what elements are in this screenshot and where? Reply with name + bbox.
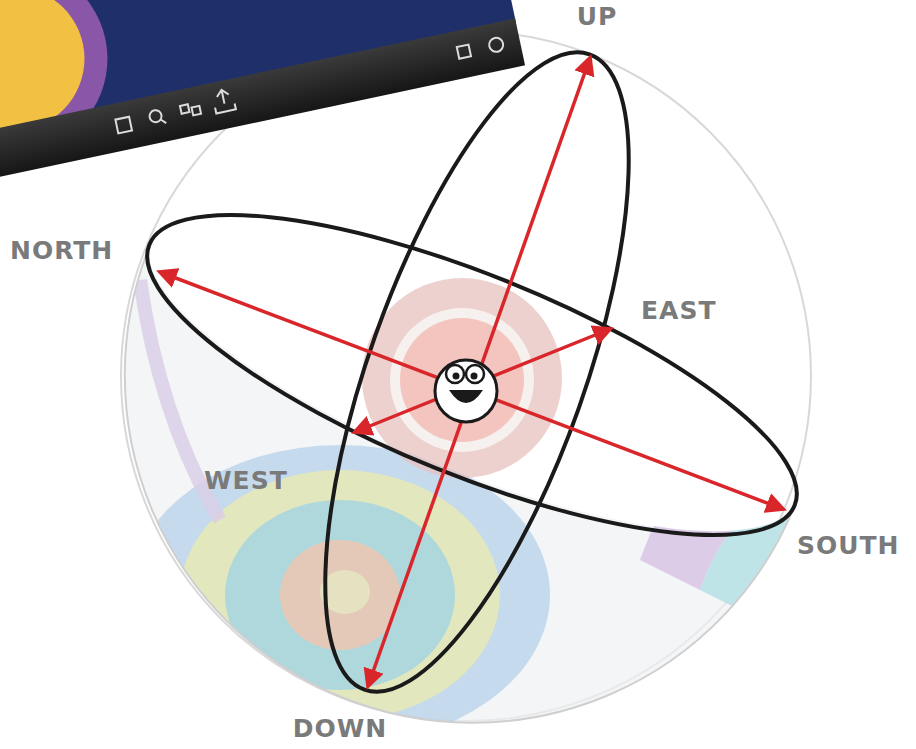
direction-label: UP xyxy=(577,4,618,29)
direction-label: SOUTH xyxy=(797,533,900,558)
direction-label: DOWN xyxy=(293,716,388,741)
direction-label: WEST xyxy=(204,468,288,493)
direction-label: NORTH xyxy=(10,238,113,263)
direction-label: EAST xyxy=(641,298,716,323)
